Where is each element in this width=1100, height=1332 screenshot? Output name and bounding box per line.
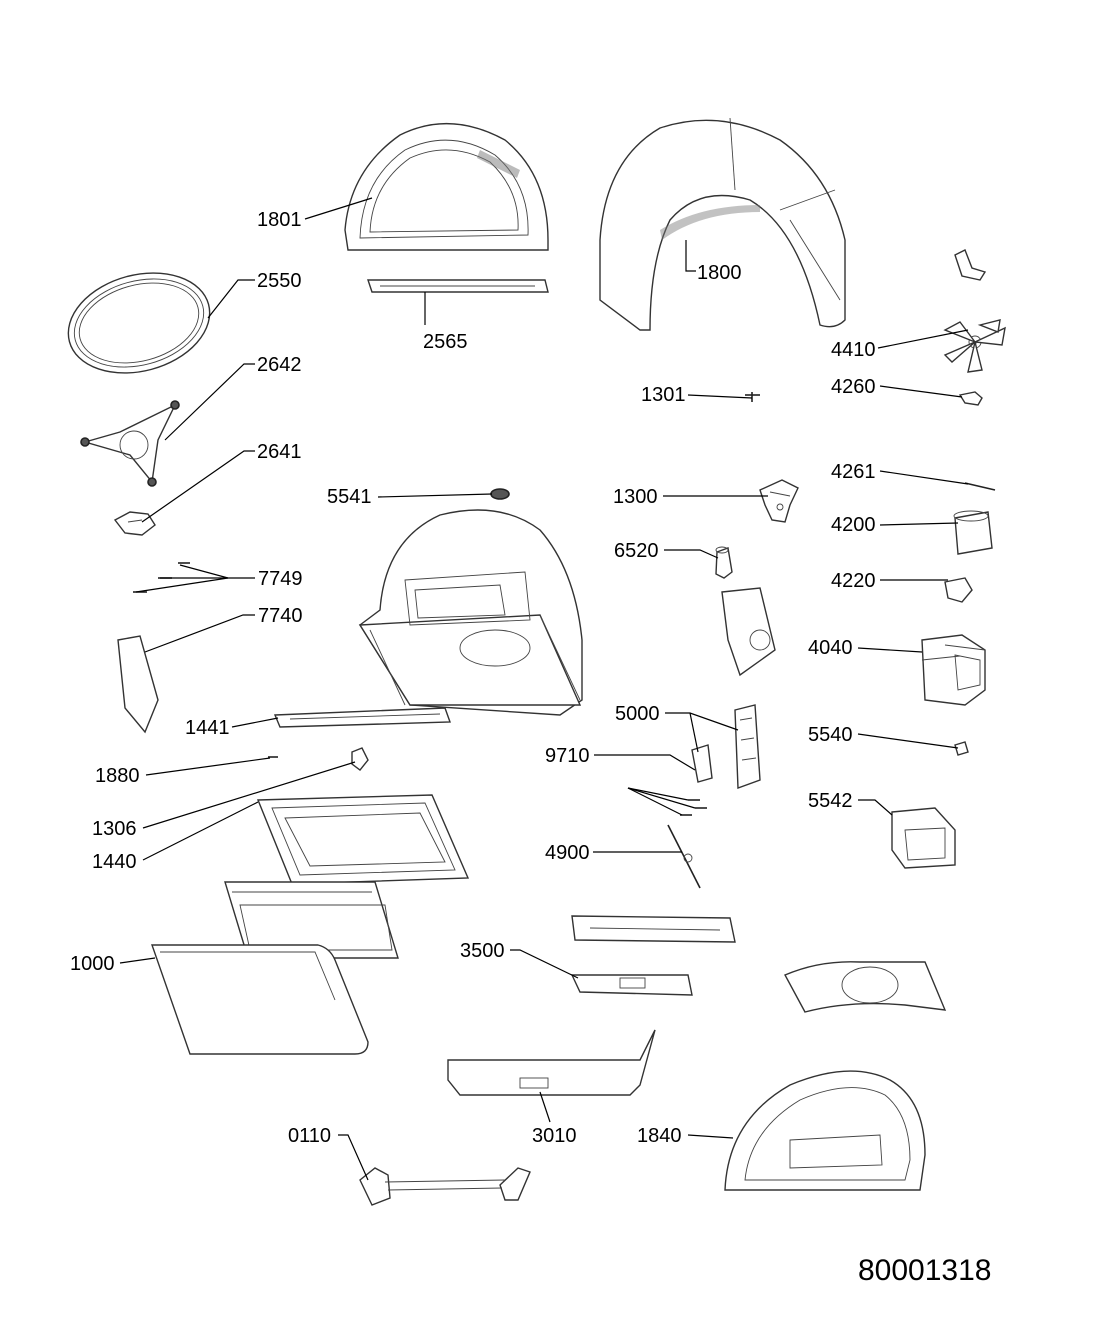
callout-1300: 1300 xyxy=(613,486,658,508)
part-4200-capacitor xyxy=(953,510,993,555)
part-7740-cover-plate xyxy=(117,635,159,734)
part-4410-fan-assembly xyxy=(943,249,1006,373)
callout-5542: 5542 xyxy=(808,790,853,812)
part-6520-lamp xyxy=(715,546,733,579)
callout-9710: 9710 xyxy=(545,745,590,767)
callout-4410: 4410 xyxy=(831,339,876,361)
document-number: 80001318 xyxy=(858,1254,992,1287)
part-1440-door-frame xyxy=(256,794,470,885)
callout-2565: 2565 xyxy=(423,331,468,353)
callout-2550: 2550 xyxy=(257,270,302,292)
callout-4261: 4261 xyxy=(831,461,876,483)
part-3500-plate xyxy=(570,974,693,996)
callout-5541: 5541 xyxy=(327,486,372,508)
callout-4900: 4900 xyxy=(545,842,590,864)
callout-7740: 7740 xyxy=(258,605,303,627)
part-4900-probe xyxy=(667,824,701,889)
callout-3500: 3500 xyxy=(460,940,505,962)
part-2641-coupler xyxy=(113,511,156,536)
callout-1440: 1440 xyxy=(92,851,137,873)
part-4040-magnetron xyxy=(921,634,986,706)
part-1801-dome-frame xyxy=(344,122,549,251)
callout-5000: 5000 xyxy=(615,703,660,725)
part-1840-back-panel xyxy=(724,1070,926,1191)
part-1306-latch xyxy=(351,747,369,771)
part-1441-hinge-bar xyxy=(273,707,451,728)
callout-1301: 1301 xyxy=(641,384,686,406)
part-2550-gasket-ring xyxy=(67,272,211,374)
callout-4040: 4040 xyxy=(808,637,853,659)
callout-1441: 1441 xyxy=(185,717,230,739)
door-inner-panel xyxy=(224,881,399,959)
callout-1800: 1800 xyxy=(697,262,742,284)
callout-2641: 2641 xyxy=(257,441,302,463)
callout-1880: 1880 xyxy=(95,765,140,787)
callout-5540: 5540 xyxy=(808,724,853,746)
part-1300-switch-bracket xyxy=(759,479,799,523)
part-4260-clip xyxy=(958,391,983,406)
part-0110-handle xyxy=(359,1167,531,1206)
callout-4260: 4260 xyxy=(831,376,876,398)
part-1000-front-door xyxy=(151,944,369,1055)
callout-2642: 2642 xyxy=(257,354,302,376)
part-1800-dome-casing xyxy=(599,117,846,331)
part-5541-fuse xyxy=(490,488,510,500)
callout-labels: 1801 1800 2550 2565 2642 4410 1301 4260 … xyxy=(70,209,876,1147)
control-bracket xyxy=(721,587,776,677)
lower-guide-bar xyxy=(571,915,736,943)
callout-3010: 3010 xyxy=(532,1125,577,1147)
part-5000-pcb xyxy=(734,704,761,789)
part-9710-relay xyxy=(691,744,713,783)
part-4220-diode xyxy=(944,577,973,603)
side-bracket xyxy=(784,961,947,1013)
callout-0110: 0110 xyxy=(288,1125,331,1147)
callout-1801: 1801 xyxy=(257,209,302,231)
part-2565-trim-strip xyxy=(367,279,549,293)
callout-1000: 1000 xyxy=(70,953,115,975)
callout-4220: 4220 xyxy=(831,570,876,592)
part-4261-wire xyxy=(964,482,996,491)
callout-7749: 7749 xyxy=(258,568,303,590)
part-1301-pin xyxy=(745,392,760,402)
part-3010-control-panel xyxy=(447,1029,656,1096)
part-5540-bracket xyxy=(954,741,969,756)
callout-1306: 1306 xyxy=(92,818,137,840)
callout-4200: 4200 xyxy=(831,514,876,536)
oven-cavity-assembly xyxy=(358,509,583,716)
part-5542-transformer xyxy=(891,807,956,869)
part-2642-roller-support xyxy=(80,400,180,487)
callout-6520: 6520 xyxy=(614,540,659,562)
leader-lines xyxy=(119,197,969,1181)
callout-1840: 1840 xyxy=(637,1125,682,1147)
